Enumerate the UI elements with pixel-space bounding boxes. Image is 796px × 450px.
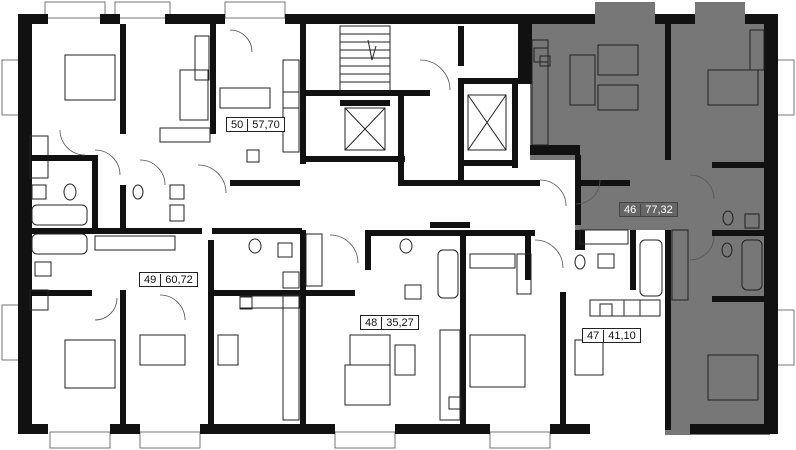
apartment-label: 50 57,70	[226, 117, 285, 132]
sofa-icon	[344, 44, 639, 406]
apartment-label: 47 41,10	[582, 328, 641, 343]
apartment-number: 47	[583, 329, 605, 342]
apartment-number: 49	[140, 273, 162, 286]
apartment-area: 77,32	[645, 203, 673, 216]
apartment-label: 48 35,27	[360, 315, 419, 330]
apartment-number: 50	[227, 118, 249, 131]
elevator-icon	[344, 107, 386, 151]
apartment-label: 49 60,72	[139, 272, 198, 287]
bathtub-icon	[31, 204, 763, 299]
apartment-number: 48	[361, 316, 383, 329]
apartment-area: 35,27	[386, 316, 414, 329]
kitchen-counter	[282, 39, 661, 421]
apartment-area: 41,10	[608, 329, 636, 342]
stair-icon	[339, 25, 391, 93]
vent-icon	[239, 55, 613, 410]
exterior-walls	[18, 14, 778, 434]
apartment-number: 46	[620, 203, 642, 216]
apartment-46-highlight	[530, 2, 770, 435]
interior-walls	[26, 20, 764, 432]
dining-table-icon	[217, 54, 604, 376]
sink-icon	[31, 184, 760, 300]
bed-icon	[64, 54, 759, 401]
apartment-label: 46 77,32	[619, 202, 678, 217]
toilet-icon	[63, 183, 734, 270]
apartment-area: 57,70	[252, 118, 280, 131]
door-swing-icon	[59, 29, 715, 321]
apartment-area: 60,72	[165, 273, 193, 286]
elevator-icon	[467, 94, 507, 151]
